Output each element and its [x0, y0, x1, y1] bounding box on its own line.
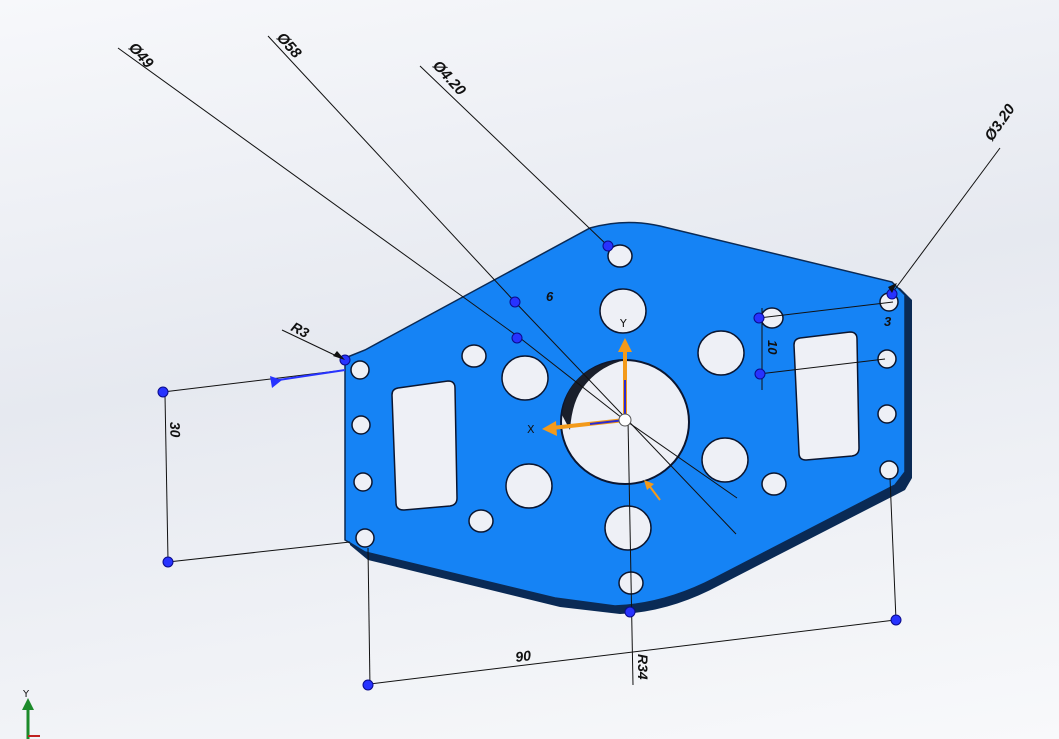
dim-length-3[interactable]: 3	[884, 314, 892, 329]
drag-handle[interactable]	[624, 606, 636, 618]
small-hole[interactable]	[468, 509, 494, 533]
small-hole[interactable]	[353, 472, 373, 492]
reference-triad[interactable]: Y	[22, 689, 40, 739]
arrow-head	[333, 351, 345, 360]
dimension-handles	[157, 240, 902, 691]
dim-length-90[interactable]: 90	[514, 647, 532, 665]
arrow-head	[888, 283, 897, 293]
large-hole[interactable]	[501, 355, 549, 401]
origin-point[interactable]	[618, 413, 632, 427]
dimension-lines	[117, 35, 1001, 689]
small-holes	[350, 244, 899, 595]
small-hole[interactable]	[350, 360, 370, 380]
reference-triad-y-label: Y	[22, 689, 30, 700]
drag-handle[interactable]	[511, 332, 523, 344]
radius-arrow-marker	[270, 369, 346, 388]
small-hole[interactable]	[461, 344, 487, 368]
dim-length-10[interactable]: 10	[765, 340, 780, 355]
small-hole[interactable]	[879, 460, 899, 480]
right-slot[interactable]	[793, 331, 860, 461]
small-hole[interactable]	[355, 528, 375, 548]
dim-length-30[interactable]: 30	[167, 422, 184, 438]
drag-handle[interactable]	[157, 386, 169, 398]
drag-handle[interactable]	[509, 296, 521, 308]
small-hole[interactable]	[877, 349, 897, 369]
dim-diameter-4-20[interactable]: Ø4.20	[429, 57, 469, 99]
large-hole[interactable]	[604, 505, 652, 551]
small-hole[interactable]	[761, 472, 787, 496]
drag-handle[interactable]	[362, 679, 374, 691]
triad-x-label: X	[527, 423, 535, 436]
dim-diameter-3-20[interactable]: Ø3.20	[981, 101, 1019, 145]
dim-diameter-58[interactable]: Ø58	[273, 29, 305, 62]
large-hole[interactable]	[505, 463, 553, 509]
drag-handle[interactable]	[162, 556, 174, 568]
origin-triad[interactable]: Y X	[527, 317, 632, 436]
large-hole[interactable]	[599, 288, 647, 334]
triad-y-label: Y	[619, 317, 627, 330]
left-slot[interactable]	[391, 380, 458, 511]
direction-arrow-icon	[644, 480, 661, 501]
drag-handle[interactable]	[753, 312, 765, 324]
drag-handle[interactable]	[602, 240, 614, 252]
small-hole[interactable]	[351, 415, 371, 435]
dim-radius-3[interactable]: R3	[289, 319, 313, 342]
small-hole[interactable]	[877, 404, 897, 424]
drag-handle[interactable]	[754, 368, 766, 380]
large-hole[interactable]	[701, 437, 749, 483]
small-hole[interactable]	[607, 244, 633, 268]
dim-radius-34[interactable]: R34	[635, 654, 651, 680]
dim-length-6[interactable]: 6	[546, 289, 554, 304]
drag-handle[interactable]	[890, 614, 902, 626]
dim-diameter-49[interactable]: Ø49	[125, 39, 157, 72]
large-hole[interactable]	[697, 330, 745, 376]
center-bore-shadow	[562, 360, 625, 430]
large-holes	[501, 288, 749, 551]
